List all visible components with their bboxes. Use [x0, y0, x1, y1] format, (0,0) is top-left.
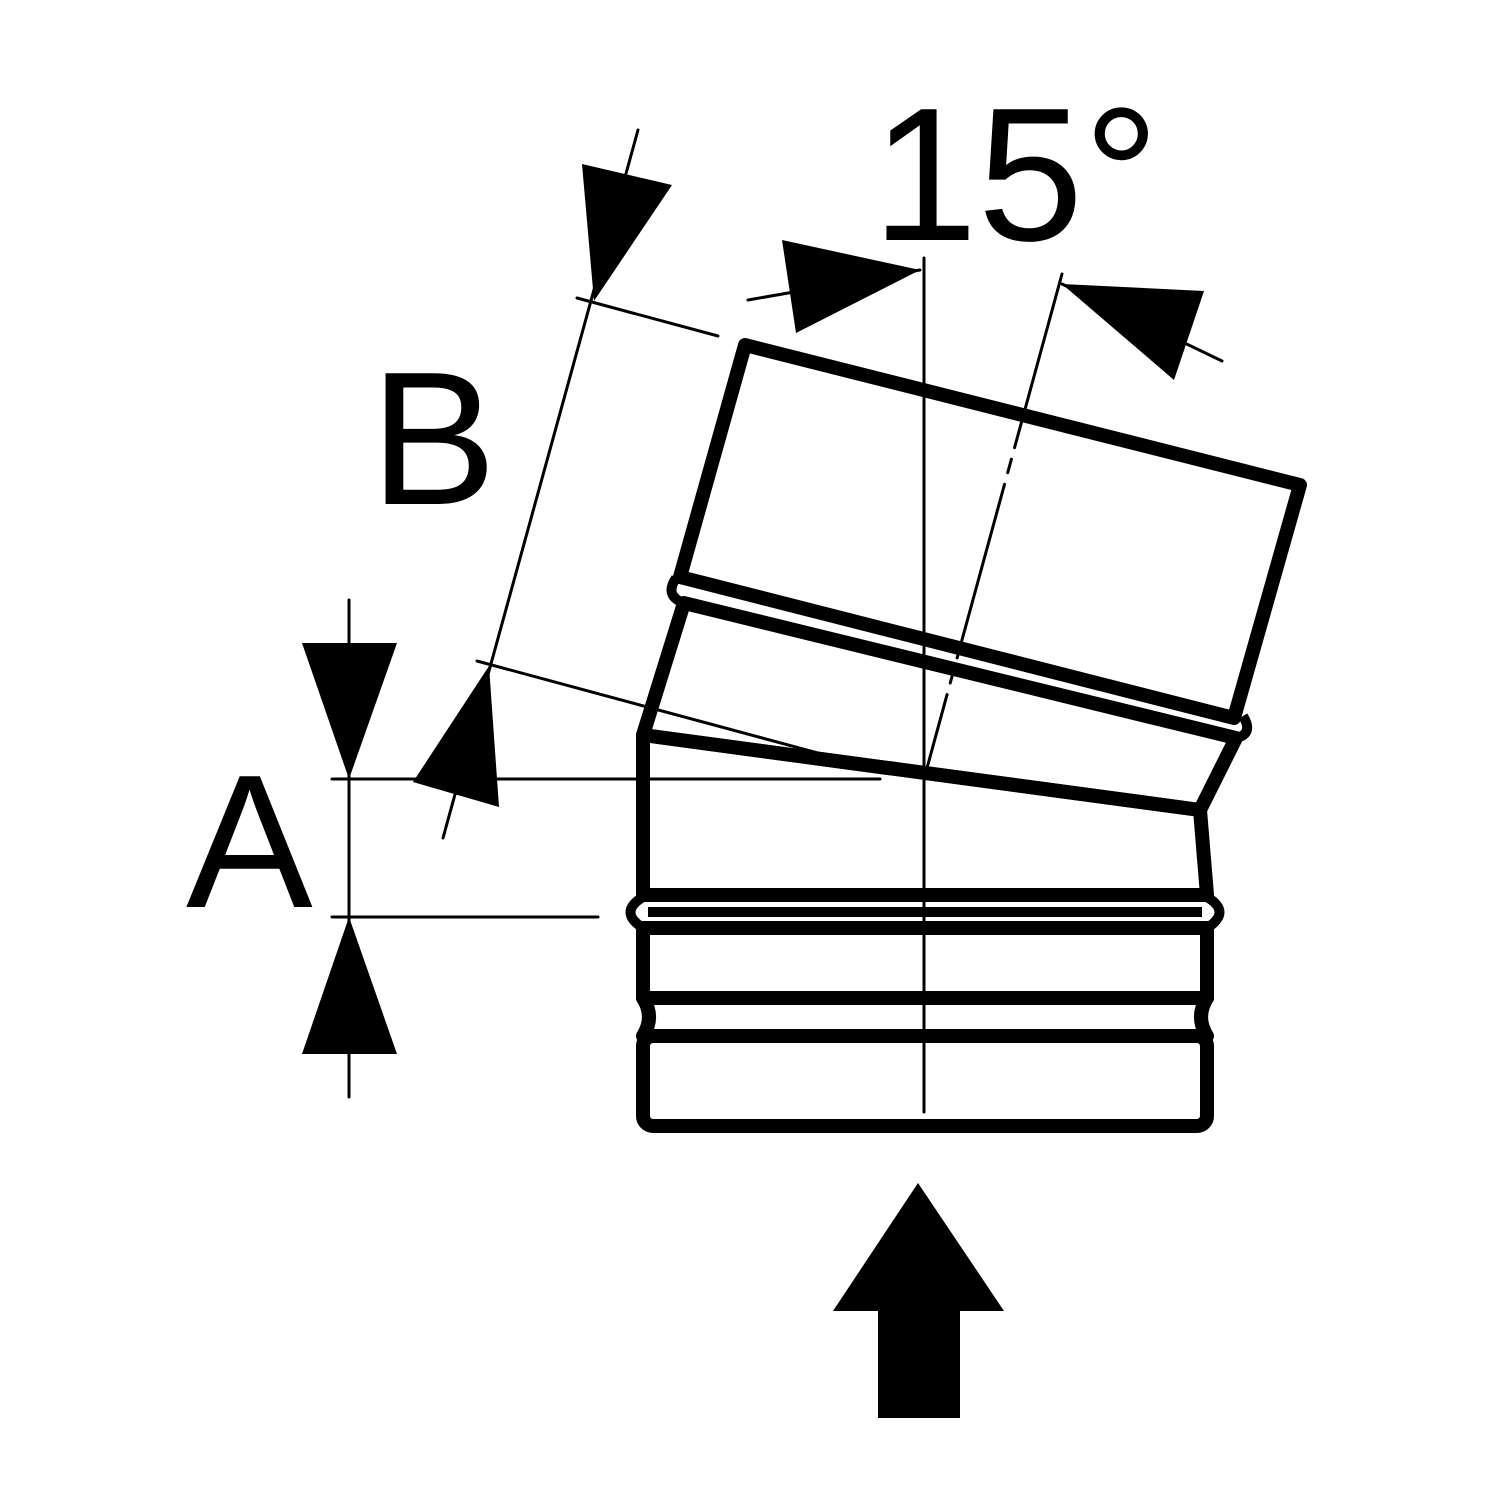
angle-label: 15° [872, 69, 1159, 281]
dimension-a-label: A [186, 736, 313, 948]
center-lines [922, 256, 1064, 1114]
flow-arrow-head [833, 1183, 1004, 1311]
dimension-b-upper-extension [575, 296, 720, 338]
lower-pipe-segment [625, 728, 1225, 1133]
dimension-b-top-arrow [582, 164, 672, 301]
tilted-center-line [922, 272, 1064, 781]
flow-arrow-shaft [878, 1305, 960, 1418]
upper-pipe-segment [636, 338, 1307, 817]
angle-indicator: 15° [746, 69, 1224, 380]
dimension-b-lower-extension [475, 659, 868, 768]
socket-end [636, 1029, 1214, 1133]
dimension-a: A [186, 598, 882, 1099]
dimension-b-bottom-arrow [413, 666, 499, 807]
angle-right-arrow [1062, 284, 1204, 380]
dimension-b-label: B [370, 333, 497, 545]
dimension-a-bottom-arrow [302, 917, 397, 1054]
flow-direction-arrow [833, 1183, 1004, 1418]
dimension-b: B [370, 128, 868, 840]
dimension-a-top-arrow [302, 643, 397, 779]
upper-segment-outline [673, 338, 1307, 725]
angle-left-arrow [782, 240, 920, 333]
coupling-ring [636, 921, 1214, 1005]
